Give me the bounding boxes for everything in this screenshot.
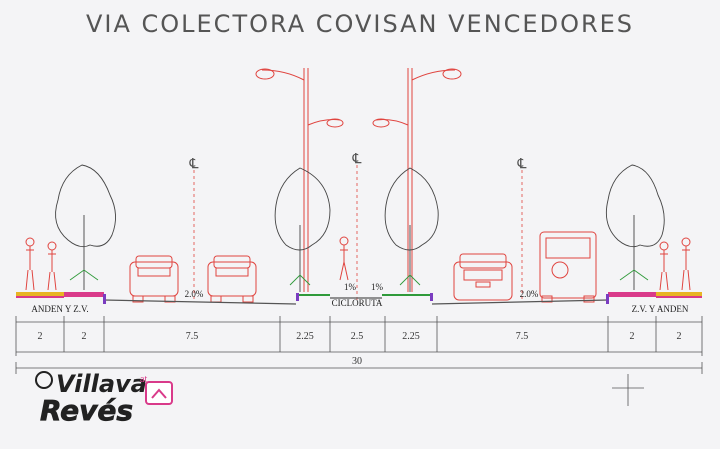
slope-label-center-left: 1%: [344, 282, 357, 292]
zone-label-right: Z.V. Y ANDEN: [632, 304, 689, 314]
tree-icon: [55, 164, 116, 290]
street-lamp-right: [372, 68, 462, 292]
dimension-label: 2: [82, 331, 87, 342]
crosshair-icon: [612, 374, 644, 406]
zone-label-left: ANDEN Y Z.V.: [31, 304, 88, 314]
tree-icon: [605, 164, 665, 290]
slope-label-center-right: 1%: [371, 282, 384, 292]
dimension-label: 2: [630, 331, 635, 342]
street-lamp-left: [255, 68, 344, 292]
dimension-label: 7.5: [516, 331, 529, 342]
slope-label-left: 2.0%: [185, 289, 204, 299]
centerline-symbol-right: ℄: [517, 157, 527, 172]
logo-at: at: [140, 374, 147, 385]
centerline-symbol-left: ℄: [189, 157, 199, 172]
total-width-label: 30: [352, 356, 362, 367]
logo-line2: Revés: [40, 394, 133, 427]
road-surface: [16, 292, 702, 305]
tree-icon: [384, 167, 439, 292]
dimension-label: 2.5: [351, 331, 364, 342]
slope-label-right: 2.0%: [520, 289, 539, 299]
dimension-row: [15, 316, 703, 374]
pedestrian-icon: [25, 236, 691, 291]
dimension-label: 2: [38, 331, 43, 342]
dimension-label: 2.25: [402, 331, 420, 342]
villava-logo: Villava at Revés: [35, 370, 173, 427]
tree-icon: [274, 167, 331, 292]
centerline-symbol-center: ℄: [352, 152, 362, 167]
dimension-label: 2.25: [296, 331, 314, 342]
centerline-markers: [193, 165, 523, 300]
logo-line1: Villava: [56, 370, 147, 398]
diagram-title: VIA COLECTORA COVISAN VENCEDORES: [86, 10, 634, 38]
zone-label-center: CICLORUTA: [332, 298, 383, 308]
dimension-label: 7.5: [186, 331, 199, 342]
dimension-label: 2: [677, 331, 682, 342]
